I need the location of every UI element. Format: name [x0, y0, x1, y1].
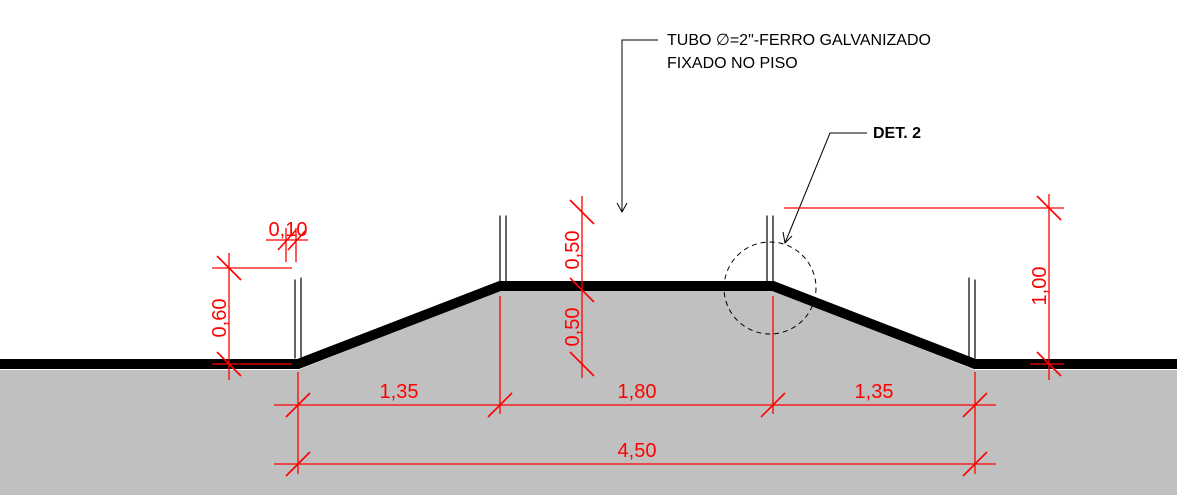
- dim-total: 4,50: [618, 440, 657, 462]
- horizontal-dimensions: [274, 296, 996, 477]
- dim-extension: [266, 228, 308, 262]
- post-left-platform: [499, 215, 507, 285]
- dim-right-height: [784, 194, 1064, 380]
- railing-posts: [294, 215, 976, 359]
- pipe-note-leader: [616, 39, 658, 214]
- post-left-end: [294, 277, 302, 359]
- dim-platform-height: 0,50: [562, 308, 584, 347]
- handrail-tube: [284, 210, 992, 279]
- pipe-note-line2: FIXADO NO PISO: [667, 55, 798, 72]
- dim-platform: 1,80: [618, 381, 657, 403]
- detail-label: DET. 2: [873, 125, 921, 142]
- dim-railing-height-platform: 0,50: [562, 231, 584, 270]
- dim-left-height: [212, 253, 292, 380]
- detail-2-circle: [723, 241, 817, 335]
- dim-ramp-right: 1,35: [855, 381, 894, 403]
- dim-right-height-label: 1,00: [1029, 267, 1051, 306]
- pipe-note-line1: TUBO ∅=2"-FERRO GALVANIZADO: [667, 32, 931, 49]
- dim-ramp-left: 1,35: [380, 381, 419, 403]
- post-right-platform: [766, 215, 774, 285]
- ground-fill: [0, 290, 1177, 495]
- dim-center-vertical: [569, 196, 595, 378]
- detail-2-callout: [723, 132, 867, 335]
- dim-left-height-label: 0,60: [209, 299, 231, 338]
- post-right-end: [968, 277, 976, 359]
- dim-extension-label: 0,10: [269, 219, 308, 241]
